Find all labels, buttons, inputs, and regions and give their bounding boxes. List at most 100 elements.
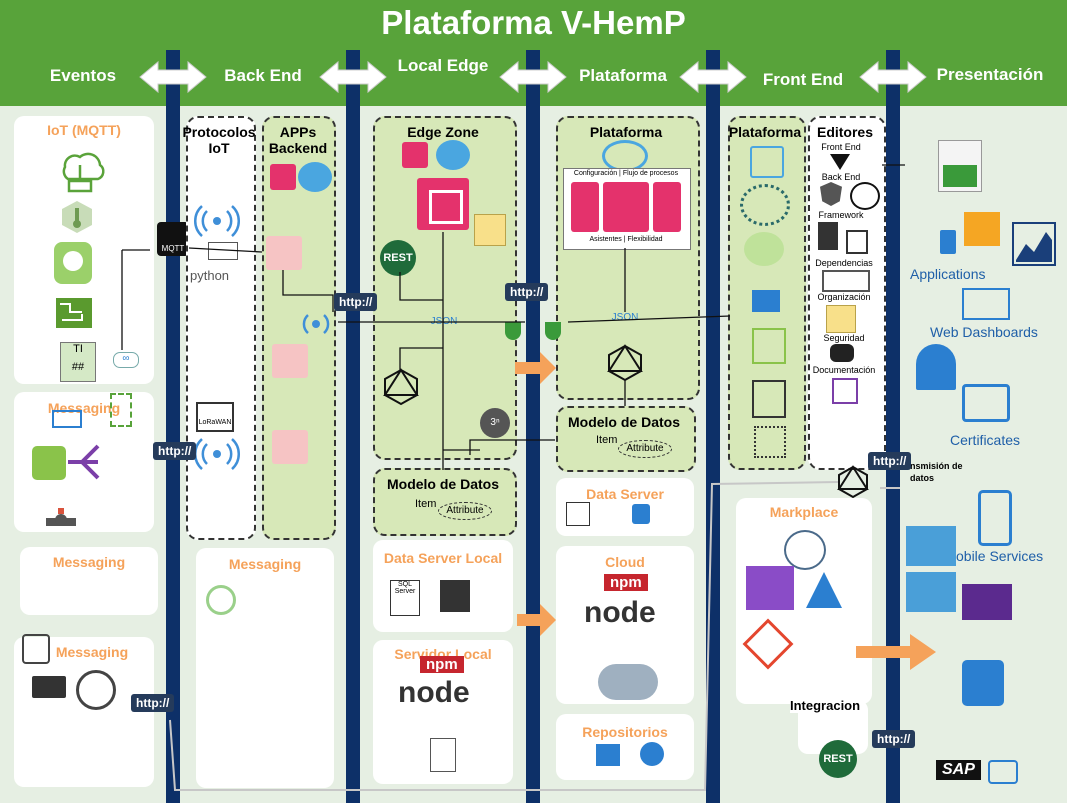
heading-backend: Back End: [224, 66, 302, 85]
cloud-network-icon: [916, 344, 956, 390]
protocolos-label: Protocolos IoT: [182, 124, 256, 156]
attribute-label: Attribute: [438, 502, 492, 520]
plataforma-label: Plataforma: [589, 124, 663, 140]
integracion-label: Integracion: [790, 698, 861, 713]
orange-arrow-icon: [517, 604, 556, 636]
rest-icon: REST: [819, 740, 857, 778]
analytics-icon: [988, 760, 1018, 784]
back-end-label: Back End: [821, 172, 861, 182]
blocks-icon: [746, 566, 794, 610]
mobile-services-label: obile Services: [956, 548, 1044, 564]
controls-icon: [653, 182, 681, 232]
thermometer-icon: [62, 201, 92, 233]
browser-icon: [906, 572, 956, 612]
fan-out-icon: [68, 444, 100, 480]
sql-server-icon: SQL Server: [390, 580, 420, 616]
settings-icon: [571, 182, 599, 232]
header-arrows: [139, 60, 927, 94]
laptop-icon: [962, 288, 1010, 320]
gears-icon: 3ⁿ: [480, 408, 510, 438]
tag-ti-label: TI: [73, 343, 83, 355]
puzzle-icon: [417, 178, 469, 230]
sensor-hub-icon: [54, 242, 92, 284]
documentation-icon: [832, 378, 858, 404]
cloud-lock-icon: [598, 664, 658, 700]
cloud-upload-icon: [62, 152, 105, 193]
node-icon: node: [398, 676, 470, 709]
http-badge: http://: [505, 283, 549, 301]
angular-icon: [820, 182, 842, 206]
data-server-box: [556, 478, 694, 536]
messaging-label-3: Messaging: [55, 644, 129, 660]
triangle-down-icon: [830, 154, 850, 170]
attribute-label-plat: Attribute: [618, 440, 672, 458]
lorawan-label: LoRaWAN: [198, 419, 232, 426]
web-dashboards-label: Web Dashboards: [930, 324, 1038, 340]
messaging-label-1: Messaging: [47, 400, 121, 416]
wireless-icon: [193, 205, 241, 237]
modelo-datos-edge-label: Modelo de Datos: [386, 476, 499, 492]
rest-label: REST: [383, 252, 413, 264]
markplace-label: Markplace: [769, 504, 839, 520]
front-end-label: Front End: [821, 142, 861, 152]
arduino-icon: ∞: [113, 352, 139, 368]
mqtt-icon: MQTT: [157, 222, 189, 256]
modelo-datos-plat-label: Modelo de Datos: [567, 414, 680, 430]
node-icon: node: [584, 596, 656, 629]
gears-network-icon: [740, 184, 790, 226]
flowchart-icon: [744, 232, 784, 266]
organization-icon: [822, 270, 870, 292]
workflow-icon: [266, 236, 302, 270]
wireless-icon: [302, 314, 330, 334]
python-label: python: [190, 268, 230, 283]
dashboard-app-icon: [962, 660, 1004, 706]
settings-icon: [402, 142, 428, 168]
graphql-icon: [837, 465, 869, 499]
iot-label: IoT (MQTT): [47, 122, 121, 138]
heading-local-edge: Local Edge: [397, 56, 489, 75]
repositorios-label: Repositorios: [582, 724, 668, 740]
servidor-local-label: Servidor Local: [394, 646, 492, 662]
circuit-board-icon: [56, 298, 92, 328]
globe-gear-icon: [784, 530, 826, 570]
edge-zone-label: Edge Zone: [407, 124, 479, 140]
tag-hash-label: ##: [71, 361, 85, 373]
double-arrow-icon: [679, 60, 747, 94]
double-arrow-icon: [319, 60, 387, 94]
http-badge: http://: [868, 452, 912, 470]
messaging-hub-icon: [32, 446, 66, 480]
documentacion-label: Documentación: [812, 365, 876, 375]
asistentes-label: Asistentes | Flexibilidad: [589, 236, 663, 243]
dependencias-label: Dependencias: [815, 258, 873, 268]
http-badge: http://: [153, 442, 197, 460]
editores-label: Editores: [816, 124, 873, 140]
postgres-icon: [566, 502, 590, 526]
sql-label: SQL Server: [394, 581, 416, 595]
modelo-datos-plat-box: [556, 406, 696, 472]
double-arrow-icon: [139, 60, 207, 94]
line-chart-icon: [1012, 222, 1056, 266]
divider: [346, 50, 360, 803]
repositorios-box: [556, 714, 694, 780]
cube-icon: [752, 328, 786, 364]
data-server-local-label: Data Server Local: [383, 550, 503, 566]
http-badge: http://: [334, 293, 378, 311]
css3-icon: [846, 230, 868, 254]
rest-icon: REST: [380, 240, 416, 276]
ti-tag-icon: TI ##: [60, 342, 96, 382]
double-arrow-icon: [859, 60, 927, 94]
window-icon: [52, 410, 82, 428]
http-badge: http://: [131, 694, 175, 712]
cloud-label: Cloud: [605, 554, 645, 570]
protocolos-box: [186, 116, 256, 540]
window-icon: [962, 584, 1012, 620]
certificate-icon: [962, 384, 1010, 422]
npm-icon: npm: [604, 574, 648, 591]
dashed-square-icon: [110, 393, 132, 427]
applications-label: Applications: [910, 266, 986, 282]
editores-box: [808, 116, 886, 470]
database-icon: [632, 504, 650, 524]
divider: [886, 50, 900, 803]
laptop-icon: [32, 676, 66, 698]
